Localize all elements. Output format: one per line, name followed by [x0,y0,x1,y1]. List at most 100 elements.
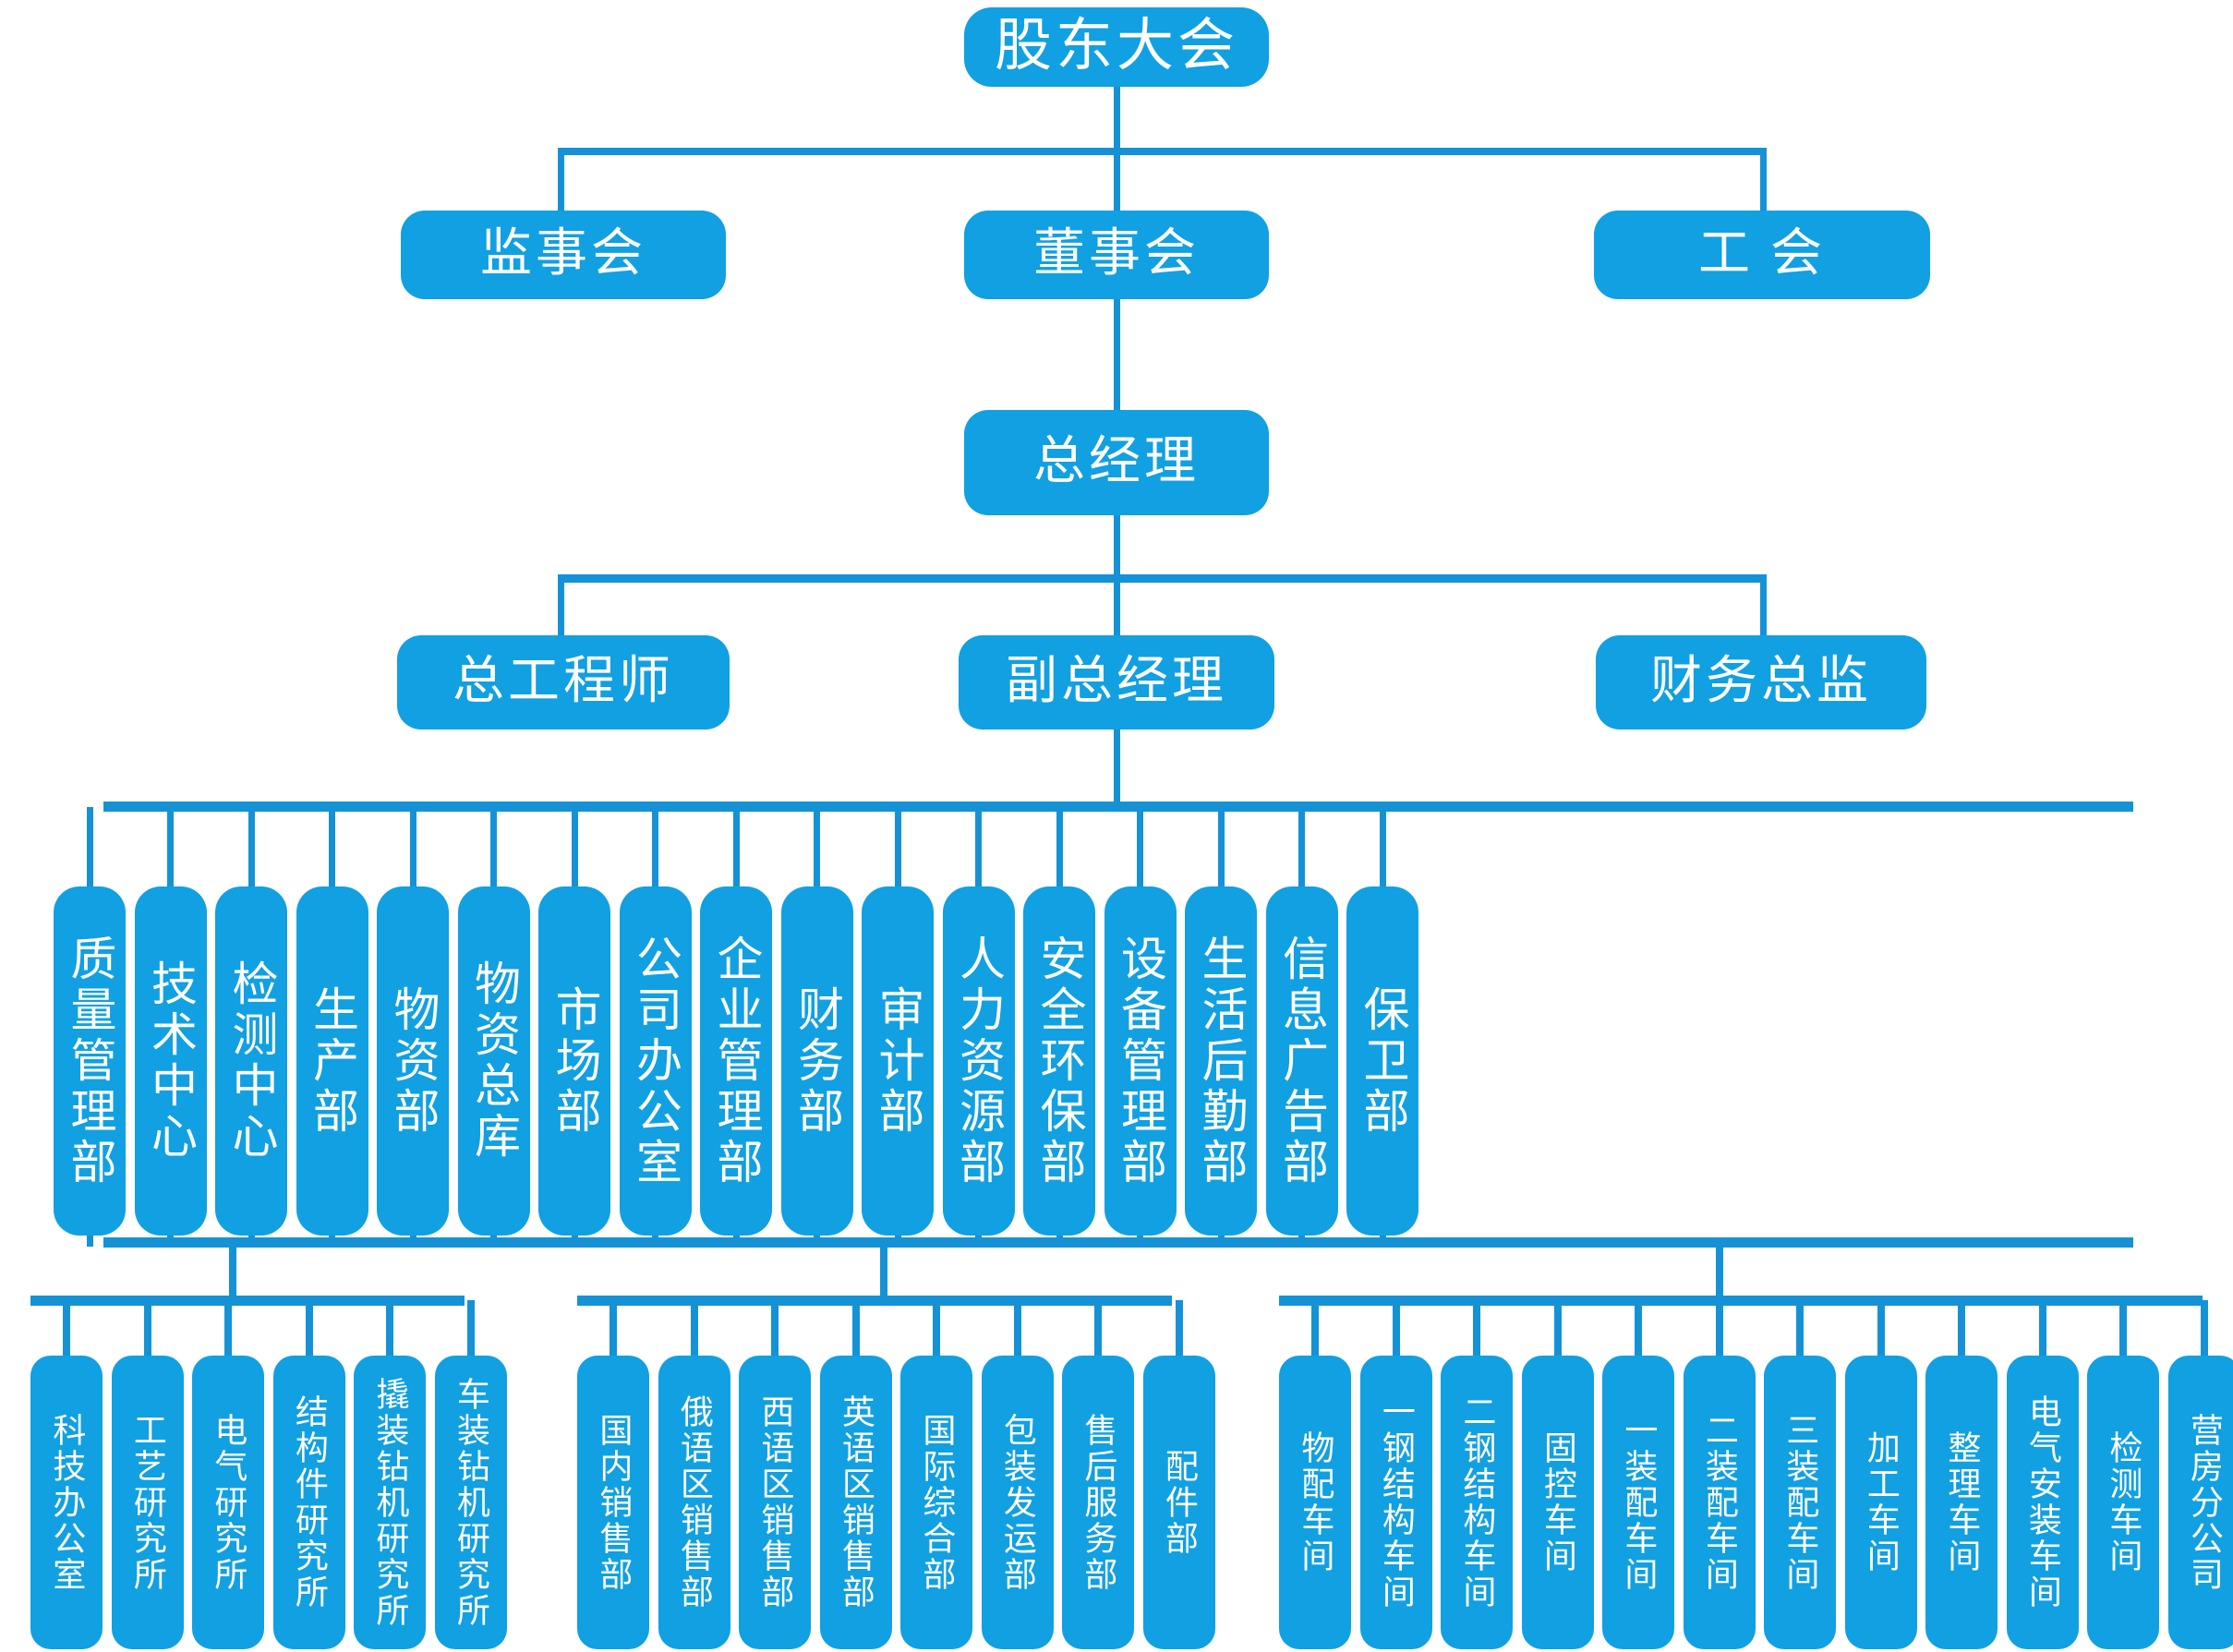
department-drop-12 [975,807,982,892]
connector-tech-to-group1 [229,1237,236,1302]
department-node-8[interactable]: 公司办公室 [619,886,692,1236]
department-drop-1 [86,807,93,892]
market-unit-4[interactable]: 英语区销售部 [819,1356,892,1649]
production-unit-3[interactable]: 二钢结构车间 [1441,1356,1513,1649]
connector-l2-right [1760,148,1767,214]
department-drop-16 [1298,807,1305,892]
node-deputy-general-manager[interactable]: 副总经理 [959,635,1274,730]
production-unit-drop-8 [1877,1300,1885,1363]
market-unit-drop-7 [1094,1300,1102,1363]
department-drop-2 [167,807,174,892]
department-node-12[interactable]: 人力资源部 [942,886,1015,1236]
department-drop-14 [1137,807,1143,892]
department-node-2[interactable]: 技术中心 [134,886,207,1236]
tech-unit-drop-5 [386,1300,393,1363]
market-unit-drop-3 [771,1300,779,1363]
department-node-16[interactable]: 信息广告部 [1265,886,1338,1236]
department-node-11[interactable]: 审计部 [862,886,934,1236]
market-unit-3[interactable]: 西语区销售部 [739,1356,811,1649]
production-unit-drop-9 [1958,1300,1965,1363]
connector-bus-group-production [1279,1296,2203,1306]
department-node-6[interactable]: 物资总库 [457,886,530,1236]
connector-board-to-gm [1114,299,1120,410]
production-unit-drop-4 [1553,1300,1562,1363]
department-node-5[interactable]: 物资部 [377,886,449,1236]
market-unit-drop-4 [851,1300,860,1363]
connector-deputy-down [1114,730,1120,807]
production-unit-10[interactable]: 电气安装车间 [2006,1356,2079,1649]
market-unit-6[interactable]: 包装发运部 [981,1356,1054,1649]
tech-unit-drop-2 [143,1300,151,1363]
department-node-7[interactable]: 市场部 [538,886,610,1236]
market-unit-8[interactable]: 配件部 [1142,1356,1215,1649]
production-unit-drop-10 [2038,1300,2046,1363]
department-node-9[interactable]: 企业管理部 [700,886,772,1236]
connector-l4-mid [1114,574,1120,635]
production-unit-drop-5 [1635,1300,1642,1363]
department-drop-9 [732,807,740,892]
production-unit-9[interactable]: 整理车间 [1925,1356,1998,1649]
connector-l2-mid [1114,148,1120,214]
department-node-3[interactable]: 检测中心 [215,886,287,1236]
production-unit-drop-12 [2200,1300,2208,1363]
node-chief-engineer[interactable]: 总工程师 [397,635,730,730]
connector-bus-l4 [558,574,1767,583]
department-drop-4 [329,807,335,892]
market-unit-2[interactable]: 俄语区销售部 [658,1356,730,1649]
tech-unit-2[interactable]: 工艺研究所 [111,1356,184,1649]
department-node-10[interactable]: 财务部 [780,886,853,1236]
production-unit-drop-11 [2119,1300,2127,1363]
production-unit-drop-7 [1796,1300,1804,1363]
tech-unit-1[interactable]: 科技办公室 [30,1356,103,1649]
market-unit-5[interactable]: 国际综合部 [900,1356,972,1649]
tech-unit-4[interactable]: 结构件研究所 [272,1356,345,1649]
node-general-manager[interactable]: 总经理 [964,410,1269,515]
production-unit-4[interactable]: 固控车间 [1521,1356,1594,1649]
node-shareholders-meeting[interactable]: 股东大会 [964,7,1269,87]
market-unit-drop-5 [933,1300,940,1363]
production-unit-2[interactable]: 一钢结构车间 [1359,1356,1432,1649]
department-node-4[interactable]: 生产部 [296,886,368,1236]
department-drop-10 [814,807,820,892]
department-drop-8 [652,807,658,892]
production-unit-1[interactable]: 物配车间 [1279,1356,1351,1649]
market-unit-7[interactable]: 售后服务部 [1062,1356,1134,1649]
node-board-of-directors[interactable]: 董事会 [964,211,1269,299]
connector-bus-lower-collect [103,1237,2133,1248]
tech-unit-drop-6 [466,1300,475,1363]
tech-unit-3[interactable]: 电气研究所 [192,1356,264,1649]
production-unit-drop-3 [1473,1300,1480,1363]
production-unit-7[interactable]: 三装配车间 [1764,1356,1836,1649]
department-drop-7 [571,807,578,892]
production-unit-12[interactable]: 营房分公司 [2167,1356,2233,1649]
tech-unit-drop-4 [305,1300,313,1363]
production-unit-8[interactable]: 加工车间 [1844,1356,1917,1649]
connector-l4-right [1760,574,1767,635]
connector-bus-group-tech [30,1296,465,1306]
connector-l2-left [558,148,564,214]
connector-l4-left [558,574,564,635]
department-node-1[interactable]: 质量管理部 [54,886,126,1236]
department-drop-17 [1379,807,1386,892]
department-node-13[interactable]: 安全环保部 [1023,886,1095,1236]
node-labor-union[interactable]: 工 会 [1594,211,1930,299]
market-unit-drop-2 [690,1300,698,1363]
connector-bus-group-market [577,1296,1172,1306]
tech-unit-5[interactable]: 撬装钻机研究所 [354,1356,426,1649]
market-unit-drop-6 [1013,1300,1021,1363]
production-unit-drop-6 [1715,1300,1723,1363]
connector-l1-down [1114,81,1120,151]
node-finance-director[interactable]: 财务总监 [1596,635,1926,730]
connector-gm-down [1114,515,1120,580]
node-supervisory-board[interactable]: 监事会 [401,211,726,299]
market-unit-1[interactable]: 国内销售部 [577,1356,649,1649]
production-unit-5[interactable]: 一装配车间 [1602,1356,1674,1649]
tech-unit-6[interactable]: 车装钻机研究所 [434,1356,507,1649]
department-node-15[interactable]: 生活后勤部 [1185,886,1257,1236]
department-drop-5 [409,807,416,892]
department-node-14[interactable]: 设备管理部 [1104,886,1177,1236]
production-unit-6[interactable]: 二装配车间 [1683,1356,1756,1649]
production-unit-11[interactable]: 检测车间 [2087,1356,2159,1649]
department-node-17[interactable]: 保卫部 [1346,886,1418,1236]
connector-market-to-group2 [880,1237,887,1302]
